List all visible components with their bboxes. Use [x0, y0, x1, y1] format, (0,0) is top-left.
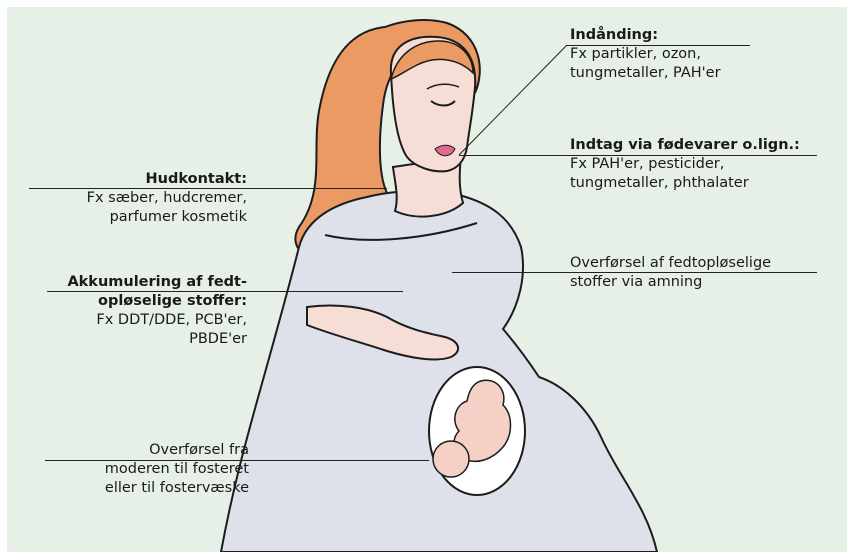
diagonal-leader-svg — [7, 7, 847, 552]
diagram-panel: Indånding: Fx partikler, ozon, tungmetal… — [7, 7, 847, 552]
leader-indaanding-diagonal-line — [459, 45, 567, 155]
